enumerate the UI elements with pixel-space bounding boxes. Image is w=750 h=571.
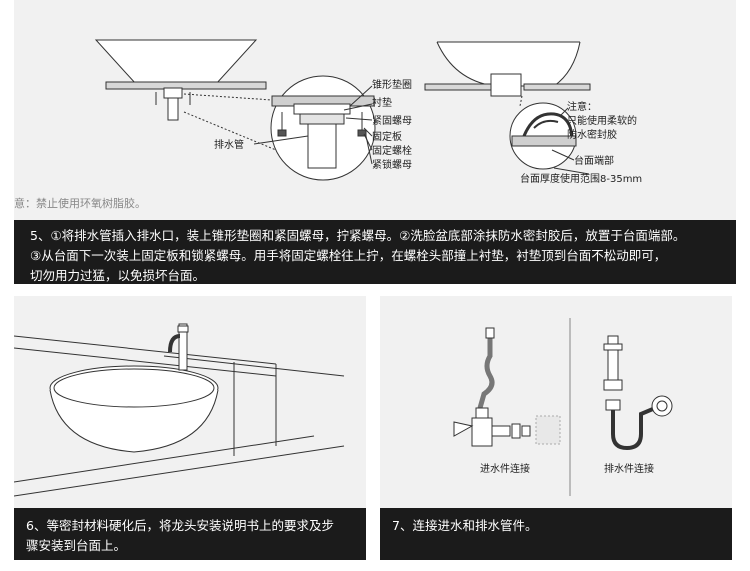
label-note-line1: 只能使用柔软的 <box>567 114 637 127</box>
step6-caption: 6、等密封材料硬化后，将龙头安装说明书上的要求及步 骤安装到台面上。 <box>14 508 366 560</box>
step5-caption-line-3: 切勿用力过猛，以免损坏台面。 <box>30 268 206 283</box>
inlet-valve <box>471 417 493 447</box>
inlet-wall <box>535 415 561 445</box>
label-cone-gasket: 锥形垫圈 <box>372 78 412 91</box>
inlet-connection-label: 进水件连接 <box>480 462 530 475</box>
step6-diagram <box>14 323 345 497</box>
label-fastening-nut: 紧固螺母 <box>372 115 412 127</box>
drain-connection-label: 排水件连接 <box>604 462 654 475</box>
countertop-left <box>105 81 267 90</box>
step5-caption: 5、①将排水管插入排水口，装上锥形垫圈和紧固螺母，拧紧螺母。②洗脸盆底部涂抹防水… <box>14 220 736 284</box>
step6-caption-line-2: 骤安装到台面上。 <box>26 538 127 553</box>
label-liner-pad: 衬垫 <box>372 96 392 109</box>
drain-p-trap <box>611 404 661 451</box>
step7-diagram: 进水件连接 排水件连接 <box>453 318 673 496</box>
step5-caption-line-1: 5、①将排水管插入排水口，装上锥形垫圈和紧固螺母，拧紧螺母。②洗脸盆底部涂抹防水… <box>30 228 686 243</box>
step7-diagram-panel: 进水件连接 排水件连接 <box>380 296 732 508</box>
drain-tailpiece <box>607 349 619 381</box>
step7-caption-line-1: 7、连接进水和排水管件。 <box>392 518 538 533</box>
epoxy-warning-text: 意：禁止使用环氧树脂胶。 <box>14 197 146 210</box>
faucet-body <box>178 323 188 371</box>
step6-caption-line-1: 6、等密封材料硬化后，将龙头安装说明书上的要求及步 <box>26 518 334 533</box>
label-drain-pipe: 排水管 <box>214 138 244 151</box>
step5-diagram-panel: 锥形垫圈 衬垫 紧固螺母 固定板 固定螺栓 紧锁螺母 排水管 注意： 只能使用柔… <box>14 0 736 220</box>
step7-caption: 7、连接进水和排水管件。 <box>380 508 732 560</box>
cone-basin-outline <box>94 39 258 85</box>
label-fixing-plate: 固定板 <box>372 130 402 143</box>
label-lock-nut: 紧锁螺母 <box>372 158 412 171</box>
step5-caption-line-2: ③从台面下一次装上固定板和锁紧螺母。用手将固定螺栓往上拧，在螺栓头部撞上衬垫，衬… <box>30 248 667 263</box>
label-note-title: 注意： <box>567 100 597 113</box>
inlet-flex-hose <box>477 336 495 409</box>
label-fixing-bolt: 固定螺栓 <box>372 144 412 157</box>
label-thickness-range: 台面厚度使用范围8-35mm <box>520 172 642 185</box>
label-countertop-end: 台面端部 <box>574 154 614 167</box>
step6-diagram-panel <box>14 296 366 508</box>
step5-diagram: 锥形垫圈 衬垫 紧固螺母 固定板 固定螺栓 紧锁螺母 排水管 注意： 只能使用柔… <box>94 39 642 185</box>
label-note-line2: 防水密封胶 <box>567 128 617 141</box>
